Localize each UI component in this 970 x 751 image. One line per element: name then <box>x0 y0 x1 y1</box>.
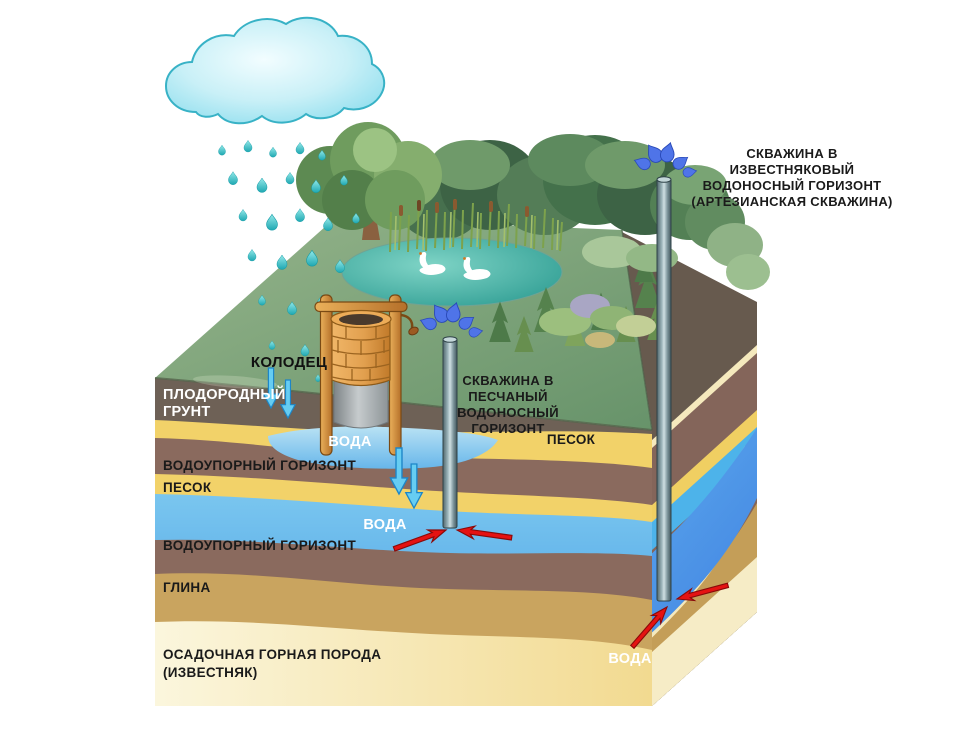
rain-cloud-icon <box>164 16 386 125</box>
surface <box>154 122 770 431</box>
label-sand-left: ПЕСОК <box>163 480 212 495</box>
artesian-borehole <box>632 141 697 602</box>
label-water-limestone: ВОДА <box>608 651 651 667</box>
sand-borehole <box>418 301 483 529</box>
label-sand-borehole-line2: ПЕСЧАНЫЙ <box>468 389 547 404</box>
label-artesian-line4: (АРТЕЗИАНСКАЯ СКВАЖИНА) <box>691 194 892 209</box>
swans <box>419 252 491 280</box>
artesian-borehole-pipe-top <box>656 176 672 183</box>
sand-borehole-pipe-top <box>442 336 458 343</box>
well-crank-handle <box>408 326 419 336</box>
label-sand-borehole-line4: ГОРИЗОНТ <box>471 421 544 436</box>
sand-borehole-pipe <box>442 338 458 529</box>
label-sand-borehole: СКВАЖИНА В ПЕСЧАНЫЙ ВОДОНОСНЫЙ ГОРИЗОНТ <box>457 373 559 436</box>
well-brick-mortar-joints <box>337 324 385 381</box>
label-sand-borehole-line1: СКВАЖИНА В <box>462 373 553 388</box>
label-fertile-soil-line1: ПЛОДОРОДНЫЙ <box>163 385 286 403</box>
label-water-lens: ВОДА <box>328 434 371 450</box>
well-crank <box>400 313 414 329</box>
label-limestone-line2: (ИЗВЕСТНЯК) <box>163 665 258 680</box>
reeds <box>389 198 563 253</box>
label-well: КОЛОДЕЦ <box>251 354 327 371</box>
label-sand-right: ПЕСОК <box>547 432 596 447</box>
label-artesian-borehole: СКВАЖИНА В ИЗВЕСТНЯКОВЫЙ ВОДОНОСНЫЙ ГОРИ… <box>691 146 892 209</box>
well <box>314 294 419 456</box>
well-opening <box>339 314 383 325</box>
stratum-limestone <box>155 621 652 706</box>
label-fertile-soil-line2: ГРУНТ <box>163 404 211 420</box>
pond <box>341 237 563 307</box>
label-sand-borehole-line3: ВОДОНОСНЫЙ <box>457 405 559 420</box>
label-artesian-line1: СКВАЖИНА В <box>746 146 837 161</box>
label-aquitard-2: ВОДОУПОРНЫЙ ГОРИЗОНТ <box>163 538 356 553</box>
grass-highlight <box>193 375 277 389</box>
label-clay: ГЛИНА <box>163 580 211 595</box>
label-artesian-line3: ВОДОНОСНЫЙ ГОРИЗОНТ <box>703 178 882 193</box>
well-shaft-concrete <box>333 380 389 429</box>
artesian-borehole-pipe <box>656 178 672 602</box>
tree <box>296 122 442 240</box>
well-post-left <box>319 294 333 456</box>
label-artesian-line2: ИЗВЕСТНЯКОВЫЙ <box>730 162 855 177</box>
label-limestone-line1: ОСАДОЧНАЯ ГОРНАЯ ПОРОДА <box>163 647 381 662</box>
label-aquitard-1: ВОДОУПОРНЫЙ ГОРИЗОНТ <box>163 458 356 473</box>
front-face-strata <box>155 378 652 706</box>
label-water-aquifer: ВОДА <box>363 517 406 533</box>
